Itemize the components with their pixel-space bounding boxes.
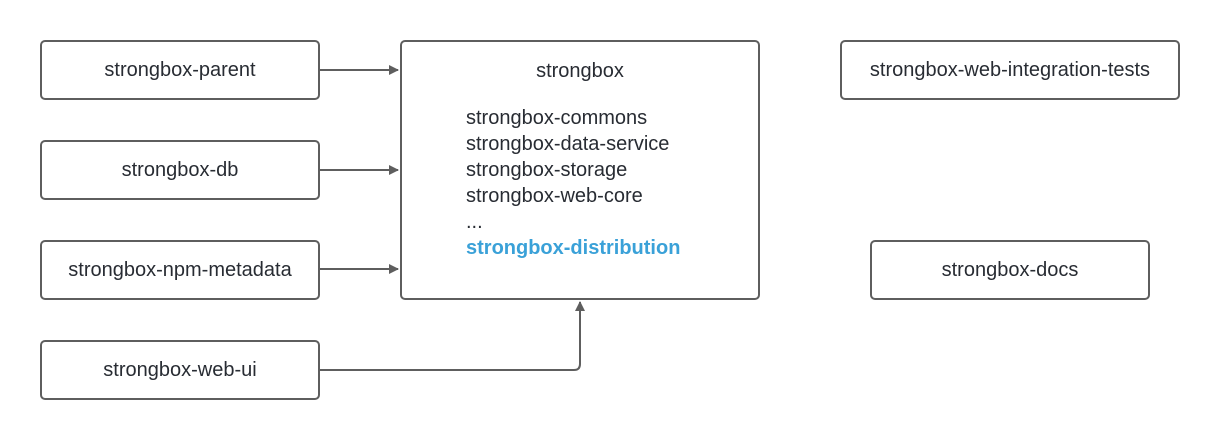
node-strongbox-db: strongbox-db xyxy=(40,140,320,200)
node-label: strongbox-db xyxy=(121,158,239,181)
node-label: strongbox-parent xyxy=(104,58,256,81)
node-strongbox-docs: strongbox-docs xyxy=(870,240,1150,300)
node-strongbox-web-ui: strongbox-web-ui xyxy=(40,340,320,400)
module-item: strongbox-data-service xyxy=(466,133,670,155)
main-node-title: strongbox xyxy=(536,60,624,82)
module-item-ellipsis: ... xyxy=(466,211,483,233)
node-strongbox-npm-metadata: strongbox-npm-metadata xyxy=(40,240,320,300)
node-label: strongbox-npm-metadata xyxy=(68,258,292,281)
node-strongbox-main: strongbox strongbox-commons strongbox-da… xyxy=(400,40,760,300)
edge-web-ui-to-strongbox xyxy=(320,301,585,371)
module-item-highlighted: strongbox-distribution xyxy=(466,237,681,259)
node-label: strongbox-docs xyxy=(941,258,1079,281)
node-label: strongbox-web-ui xyxy=(103,358,257,381)
module-list: strongbox-commons strongbox-data-service… xyxy=(466,105,680,261)
module-item: strongbox-commons xyxy=(466,107,648,129)
node-strongbox-web-integration-tests: strongbox-web-integration-tests xyxy=(840,40,1180,100)
module-item: strongbox-web-core xyxy=(466,185,643,207)
module-item: strongbox-storage xyxy=(466,159,628,181)
node-strongbox-parent: strongbox-parent xyxy=(40,40,320,100)
node-label: strongbox-web-integration-tests xyxy=(869,58,1151,81)
